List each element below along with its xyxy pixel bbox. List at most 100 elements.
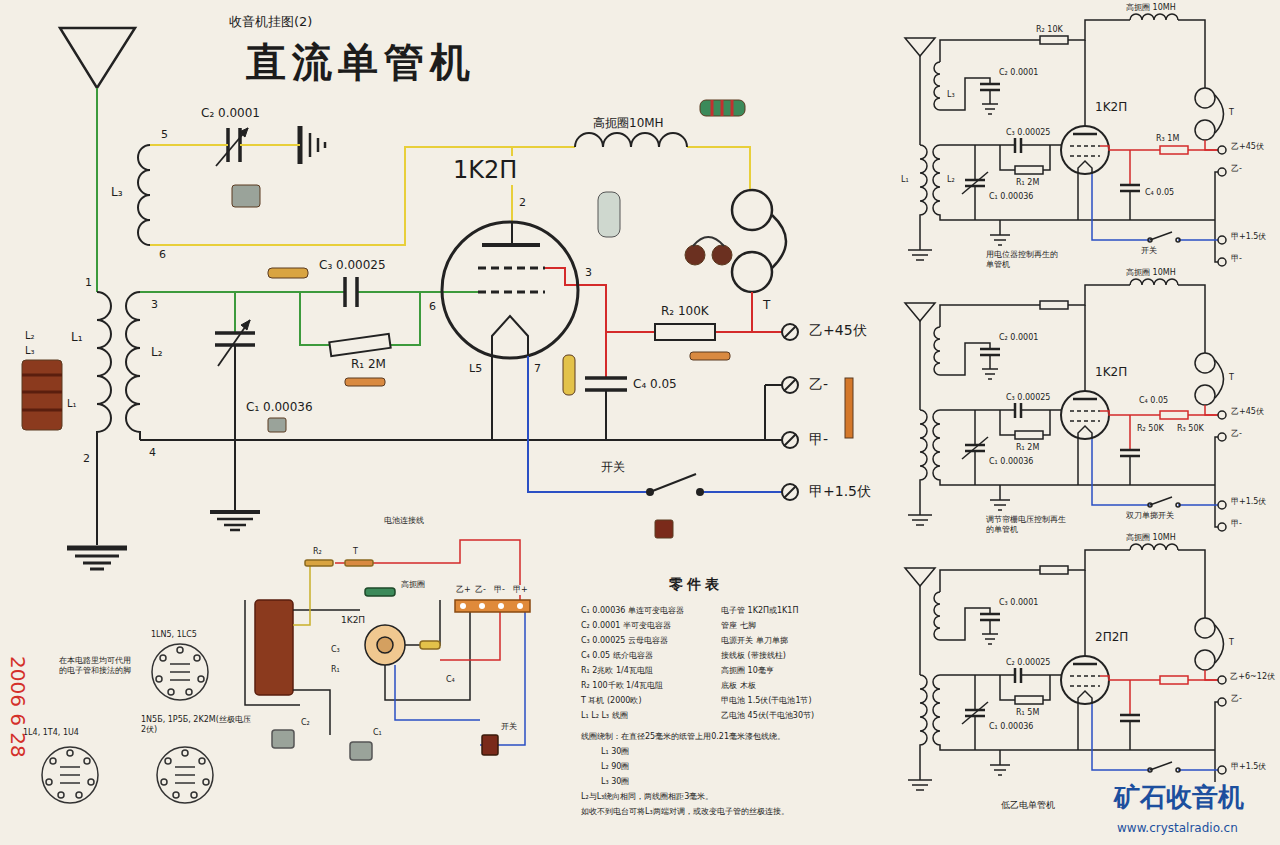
component-label: 在本电路里均可代用的电子管和接法的脚 bbox=[58, 656, 134, 675]
terminal-symbol bbox=[782, 484, 798, 500]
tube-symbol bbox=[511, 222, 513, 245]
variable-capacitor bbox=[216, 128, 248, 166]
component-label: 2 bbox=[82, 452, 91, 465]
tube-base-diagram bbox=[186, 689, 192, 695]
component-label: L₃ bbox=[946, 90, 956, 100]
antenna-wire bbox=[96, 88, 98, 292]
screen-wire bbox=[751, 292, 753, 332]
wiring-picture bbox=[460, 603, 466, 609]
tube-base-diagram bbox=[50, 758, 56, 764]
tube-base-diagram bbox=[199, 758, 205, 764]
component-label: 3 bbox=[150, 298, 159, 311]
antenna-symbol bbox=[60, 28, 135, 88]
component-label: R₂ 10K bbox=[1035, 25, 1064, 35]
component-label: C₃ 0.00025 bbox=[318, 258, 387, 272]
component-label: 低乙电单管机 bbox=[1000, 800, 1056, 811]
tube-symbol bbox=[478, 268, 545, 292]
component-label: R₂ 100千欧 1/4瓦电阻 bbox=[580, 681, 664, 691]
component-label: 管座 七脚 bbox=[720, 621, 757, 631]
component-label: C₂ 0.0001 半可变电容器 bbox=[580, 621, 672, 631]
screen-wire bbox=[545, 268, 782, 332]
component-label: 4 bbox=[148, 446, 157, 459]
component-label: R₁ 2M bbox=[1015, 443, 1040, 453]
ground-wire bbox=[765, 385, 782, 440]
part-picture bbox=[712, 100, 732, 116]
component-label: C₂ bbox=[300, 718, 311, 728]
component-label: 调节帘栅电压控制再生的单管机 bbox=[985, 515, 1067, 534]
component-label: C₁ 0.00036 bbox=[245, 400, 314, 414]
part-picture bbox=[700, 100, 745, 116]
tube-base-diagram bbox=[175, 767, 195, 783]
component-label: 1N5Б, 1P5Б, 2K2M(丝极电压2伏) bbox=[140, 715, 254, 734]
poster-title: 直流单管机 bbox=[245, 38, 477, 86]
component-label: L5 bbox=[468, 362, 483, 375]
component-label: 接线板 (带接线柱) bbox=[720, 651, 787, 661]
component-label: 乙+ bbox=[455, 585, 472, 595]
component-label: 6 bbox=[428, 300, 437, 313]
component-label: L₁ L₂ L₃ 线圈 bbox=[580, 711, 629, 721]
component-label: T bbox=[762, 298, 771, 312]
tube-base-diagram bbox=[194, 655, 200, 661]
component-label: 5 bbox=[160, 128, 169, 141]
wiring-picture bbox=[272, 730, 294, 748]
component-label: C₁ bbox=[372, 728, 383, 738]
component-label: R₂ bbox=[312, 547, 323, 557]
ground-wire bbox=[140, 439, 782, 441]
part-picture bbox=[690, 352, 730, 360]
component-label: C₂ 0.0001 bbox=[200, 106, 261, 120]
component-label: 乙- bbox=[1230, 694, 1243, 704]
component-label: 电池连接线 bbox=[383, 516, 425, 526]
component-label: 高扼圈10MH bbox=[592, 116, 665, 130]
tube-base-diagram bbox=[203, 779, 209, 785]
terminal-symbol bbox=[784, 326, 796, 338]
wiring-picture bbox=[420, 641, 440, 649]
component-label: C₄ 0.05 bbox=[632, 377, 678, 391]
tube-base-diagram bbox=[152, 644, 208, 700]
coil-symbol bbox=[97, 145, 150, 545]
component-label: T bbox=[1228, 108, 1235, 118]
component-label: 乙- bbox=[474, 585, 487, 595]
component-label: L₃ bbox=[110, 185, 124, 199]
resistor-symbol bbox=[655, 324, 715, 340]
tube-base-diagram bbox=[177, 647, 183, 653]
wiring-picture bbox=[345, 560, 373, 566]
component-label: C₃ 0.00025 bbox=[1005, 393, 1051, 403]
component-label: 高扼圈 10MH bbox=[1125, 3, 1177, 13]
antenna-symbol bbox=[60, 28, 135, 88]
plate-wire bbox=[150, 147, 575, 245]
wiring-picture bbox=[498, 603, 504, 609]
plate-wire bbox=[150, 144, 300, 146]
component-label: C₄ 0.05 纸介电容器 bbox=[580, 651, 654, 661]
capacitor-symbol bbox=[345, 277, 627, 390]
component-label: 甲- bbox=[493, 585, 506, 595]
headphone-symbol bbox=[732, 252, 772, 292]
ground-symbol bbox=[67, 546, 127, 551]
component-label: 高扼圈 10毫亨 bbox=[720, 666, 775, 676]
tube-symbol bbox=[442, 222, 578, 358]
component-label: C₁ 0.00036 bbox=[988, 192, 1034, 202]
part-picture bbox=[685, 245, 705, 265]
part-picture bbox=[655, 520, 673, 538]
component-label: 6 bbox=[158, 248, 167, 261]
component-label: R₂ 100K bbox=[660, 304, 710, 318]
component-label: 底板 木板 bbox=[720, 681, 757, 691]
component-label: L₃ 30圈 bbox=[600, 777, 630, 787]
component-label: 双刀单掷开关 bbox=[1125, 511, 1175, 521]
wiring-picture bbox=[245, 600, 470, 735]
part-picture bbox=[268, 418, 286, 432]
component-label: 高扼圈 bbox=[400, 580, 426, 590]
component-label: C₂ 0.00025 bbox=[1005, 658, 1051, 668]
terminal-symbol bbox=[782, 324, 798, 500]
tube-base-diagram bbox=[42, 747, 98, 803]
tube-base-diagram bbox=[60, 767, 80, 783]
mini-schematic bbox=[905, 279, 1226, 531]
component-label: C₄ 0.05 bbox=[1144, 188, 1175, 198]
component-label: 开关 bbox=[1140, 246, 1158, 256]
filament-wire bbox=[528, 356, 782, 492]
screen-wire bbox=[545, 268, 782, 378]
component-label: 乙+45伏 bbox=[1230, 407, 1265, 417]
wiring-picture bbox=[395, 612, 525, 745]
tube-base-diagram bbox=[198, 676, 204, 682]
component-label: 7 bbox=[533, 362, 542, 375]
part-picture bbox=[268, 268, 308, 278]
